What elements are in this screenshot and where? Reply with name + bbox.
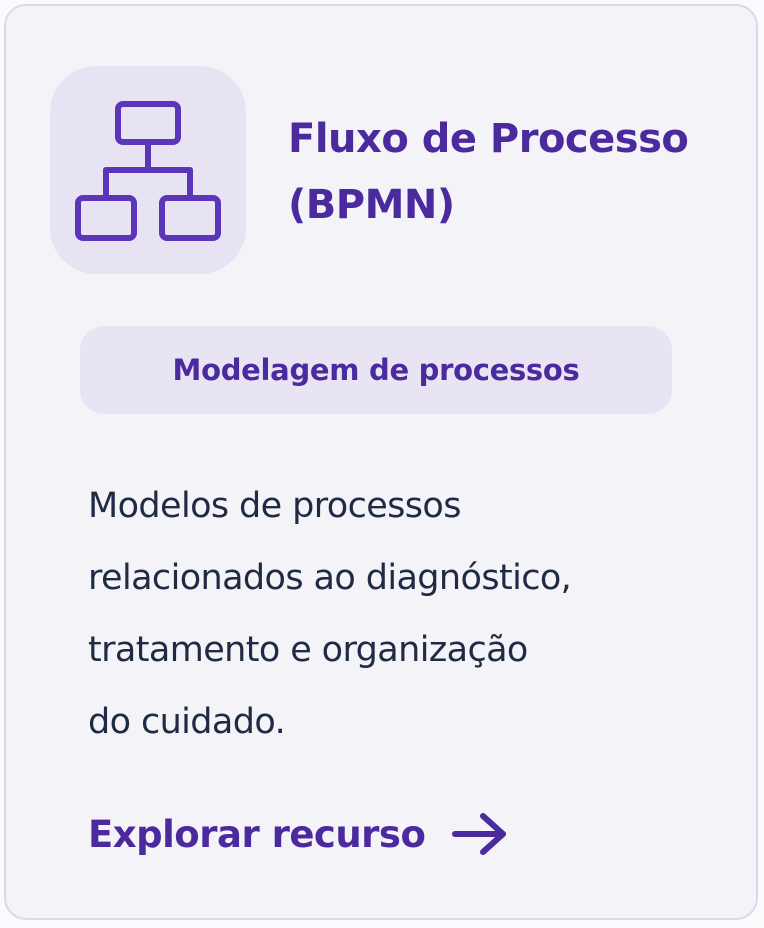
resource-card[interactable]: Fluxo de Processo (BPMN) Modelagem de pr…	[4, 4, 758, 920]
description-line: relacionados ao diagnóstico,	[88, 558, 572, 598]
explore-resource-link[interactable]: Explorar recurso	[88, 812, 509, 856]
icon-tile	[50, 66, 246, 274]
category-tag-label: Modelagem de processos	[172, 353, 580, 387]
process-flow-icon	[75, 101, 221, 241]
arrow-right-icon	[452, 813, 507, 855]
card-title-line-2: (BPMN)	[288, 182, 455, 228]
explore-resource-label: Explorar recurso	[88, 812, 426, 856]
description-line: do cuidado.	[88, 702, 286, 742]
category-tag: Modelagem de processos	[80, 326, 672, 414]
description-line: Modelos de processos	[88, 486, 461, 526]
card-title-line-1: Fluxo de Processo	[288, 116, 689, 162]
card-description: Modelos de processos relacionados ao dia…	[88, 470, 728, 758]
description-line: tratamento e organização	[88, 630, 528, 670]
card-title: Fluxo de Processo (BPMN)	[288, 106, 748, 238]
